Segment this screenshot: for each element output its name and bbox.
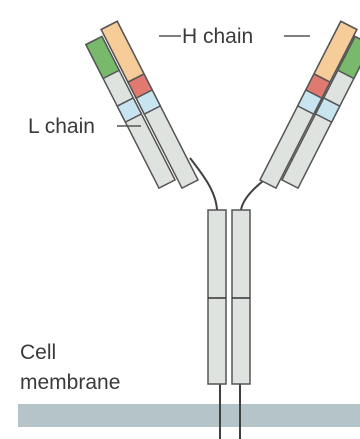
right-fc-stem xyxy=(232,210,250,384)
left-fc-stem xyxy=(208,210,226,384)
cell-membrane xyxy=(18,404,360,427)
l-chain-label: L chain xyxy=(28,116,95,137)
cell-membrane-label: Cell membrane xyxy=(20,338,120,398)
cell-membrane-label-line2: membrane xyxy=(20,368,120,398)
cell-membrane-label-line1: Cell xyxy=(20,338,120,368)
left-hinge xyxy=(190,158,217,210)
h-chain-label: H chain xyxy=(182,26,253,47)
